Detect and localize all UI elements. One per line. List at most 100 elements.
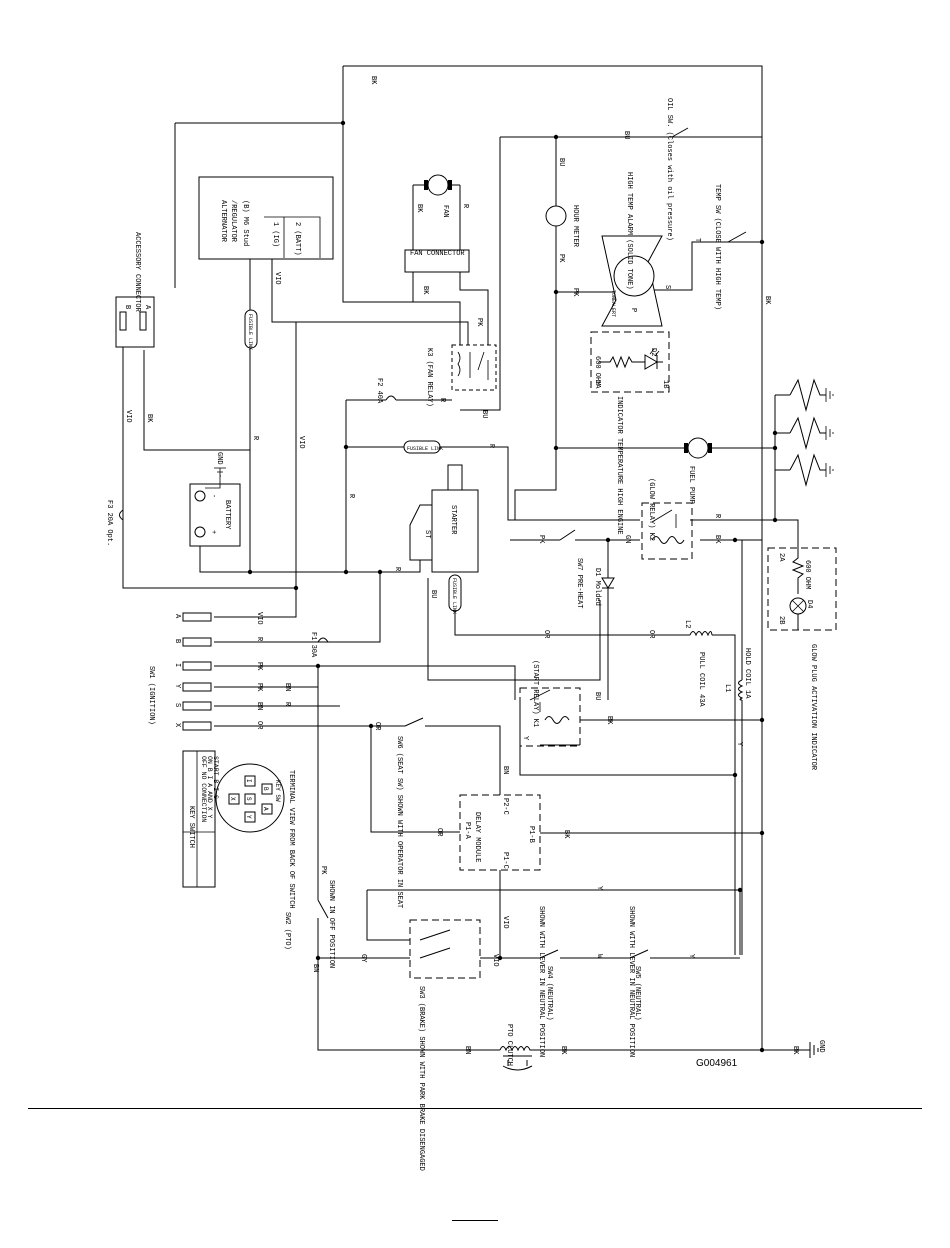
- resistor-600-label: 600 OHM: [593, 356, 601, 385]
- fusible-link-label: FUSIBLE LINK: [407, 446, 443, 452]
- wire-label-pk: PK: [255, 662, 263, 671]
- wire-network: [122, 65, 810, 1051]
- wire-label-or: OR: [373, 722, 381, 731]
- p1b-label: P1-B: [527, 826, 535, 843]
- glow-indicator-module: [767, 547, 837, 631]
- battery: [189, 467, 241, 547]
- wire-label-bn: BN: [311, 964, 319, 972]
- wire-label-s: S: [663, 285, 671, 289]
- delay-module: [459, 794, 541, 871]
- wire-label-pk: PK: [537, 535, 545, 544]
- pin-1b-label: 1B: [661, 380, 669, 388]
- sw3-label: SW3 (BRAKE) SHOWN WITH PARK BRAKE DISENG…: [417, 986, 425, 1171]
- hold-coil-l1: [738, 679, 744, 701]
- wire-label-bk: BK: [421, 286, 429, 295]
- wire-labels: BK BU BU PK PK BK R BK PK VIO R BU R R V…: [124, 76, 825, 1055]
- tonealert-label: TONEALERT: [610, 290, 616, 317]
- sw1-label: SW1 (IGNITION): [147, 666, 155, 725]
- oil-switch: [671, 127, 689, 138]
- pull-coil-l2: [689, 631, 713, 637]
- pin-1a-label: 1A: [593, 380, 601, 389]
- key-switch-row-start: START B I S: [212, 756, 219, 799]
- wire-label-gnd: GND: [215, 452, 223, 465]
- key-pin-x: X: [173, 723, 181, 728]
- wire-label-gnd: GND: [817, 1040, 825, 1053]
- starter-terminal-label: ST: [423, 530, 431, 538]
- fan-label: FAN: [441, 205, 449, 218]
- alternator-ig-label: 1 (IG): [271, 222, 279, 247]
- key-switch-row-on: ON B I A AND X Y: [206, 756, 213, 819]
- indicator-temp-label: INDICATOR TEMPERATURE HIGH ENGINE: [615, 396, 623, 535]
- wire-label-pk: PK: [255, 683, 263, 692]
- wire-label-r: R: [283, 702, 291, 707]
- fusible-links: [244, 309, 462, 612]
- terminal-letter-a: A: [262, 807, 269, 811]
- wire-label-bn: BN: [463, 1046, 471, 1054]
- wire-label-bn: BN: [501, 766, 509, 774]
- preheat-switch-label: SW7 PRE-HEAT: [575, 558, 583, 608]
- wire-label-vio: VIO: [273, 272, 281, 285]
- glow-relay-k2: [641, 502, 693, 560]
- key-pin-i: I: [173, 663, 181, 667]
- fusible-link-label: FUSIBLE LINK: [451, 578, 457, 614]
- fuse-f2-label: F2 40A: [375, 378, 383, 404]
- sw4-note-label: SHOWN WITH LEVER IN NEUTRAL POSITION: [537, 906, 545, 1057]
- alarm-p-label: P: [629, 308, 637, 312]
- wire-label-bu: BU: [622, 131, 630, 139]
- pin-2a-label: 2A: [777, 553, 785, 562]
- key-pin-b: B: [173, 639, 181, 643]
- key-pin-y: Y: [173, 684, 181, 689]
- wire-label-or: OR: [542, 630, 550, 639]
- wire-label-or: OR: [647, 630, 655, 639]
- wire-label-bk: BK: [559, 1046, 567, 1055]
- pto-switch-sw2: [317, 899, 329, 930]
- terminal-letter-x: X: [229, 797, 236, 801]
- alternator-label-2: /REGULATOR: [229, 200, 237, 243]
- wire-label-or: OR: [255, 721, 263, 730]
- glow-indicator-label: GLOW PLUG ACTIVATION INDICATOR: [809, 644, 817, 771]
- terminal-letter-b: B: [262, 787, 269, 791]
- key-pin-s: S: [173, 703, 181, 707]
- key-switch-pins: [182, 612, 212, 731]
- diode-d4-label: D4: [805, 600, 813, 608]
- wire-label-r: R: [255, 637, 263, 642]
- terminal-view: [215, 763, 285, 833]
- fusible-link-label: FUSIBLE LINK: [247, 314, 253, 350]
- start-relay-k1: [519, 687, 581, 747]
- wire-label-bu: BU: [480, 410, 488, 418]
- fan-connector-label: FAN CONNECTOR: [410, 250, 465, 258]
- figure-code: G004961: [696, 1058, 738, 1069]
- wire-label-bu: BU: [429, 590, 437, 598]
- p1a-label: P1-A: [463, 822, 471, 840]
- start-relay-label: (START RELAY) K1: [531, 660, 539, 727]
- sw2-note-label: SHOWN IN OFF POSITION: [327, 880, 335, 968]
- alternator-label-3: (B) M6 Stud: [241, 200, 249, 246]
- high-temp-alarm: [600, 235, 663, 327]
- delay-module-label: DELAY MODULE: [473, 812, 481, 862]
- seat-switch-sw6: [404, 717, 424, 727]
- alternator-label-1: ALTERNATOR: [219, 200, 227, 243]
- fan-relay-label: K3 (FAN RELAY): [425, 348, 433, 407]
- hour-meter-label: HOUR METER: [571, 205, 579, 248]
- high-temp-alarm-label: HIGH TEMP ALARM (SOLID TONE): [625, 172, 633, 290]
- wire-label-pk: PK: [319, 866, 327, 875]
- hold-coil-label: HOLD COIL 1A: [743, 648, 751, 699]
- wire-label-bn: BN: [283, 683, 291, 691]
- neutral-switches: [539, 949, 649, 959]
- starter-label: STARTER: [449, 505, 457, 535]
- fan-connector: [404, 249, 470, 273]
- sw5-label: SW5 (NEUTRAL): [633, 966, 641, 1021]
- wire-label-bn: BN: [255, 702, 263, 710]
- wire-label-pk: PK: [475, 318, 483, 327]
- diode-d1: [601, 577, 615, 589]
- wire-label-bk: BK: [415, 204, 423, 213]
- sw2-label: SW2 (PTO): [283, 912, 291, 950]
- diode-d2-label: D2: [649, 348, 657, 356]
- fuses: [119, 395, 397, 643]
- wire-label-bk: BK: [562, 830, 570, 839]
- wire-label-bu: BU: [557, 158, 565, 166]
- key-switch-title: KEY SWITCH: [187, 806, 195, 848]
- wire-label-gn: GN: [623, 535, 631, 543]
- glow-relay-label: (GLOW RELAY) K2: [647, 478, 655, 541]
